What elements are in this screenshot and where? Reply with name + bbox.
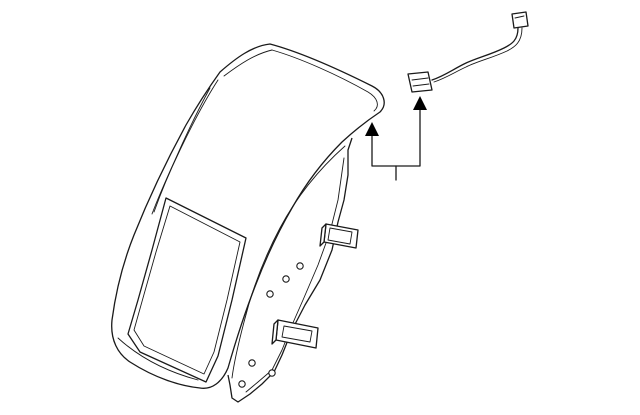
mounting-bracket-upper: [319, 223, 359, 249]
callout-leader: [365, 96, 427, 181]
connector-near: [407, 71, 433, 93]
seat-panel: [127, 197, 247, 383]
mounting-bracket-lower: [271, 319, 319, 349]
mounting-holes: [238, 262, 304, 388]
wiring-harness: [407, 11, 529, 93]
seat-cushion-assembly: [111, 43, 385, 403]
connector-far: [511, 11, 529, 29]
arrow-to-cushion: [365, 122, 379, 136]
arrow-to-connector: [413, 96, 427, 110]
